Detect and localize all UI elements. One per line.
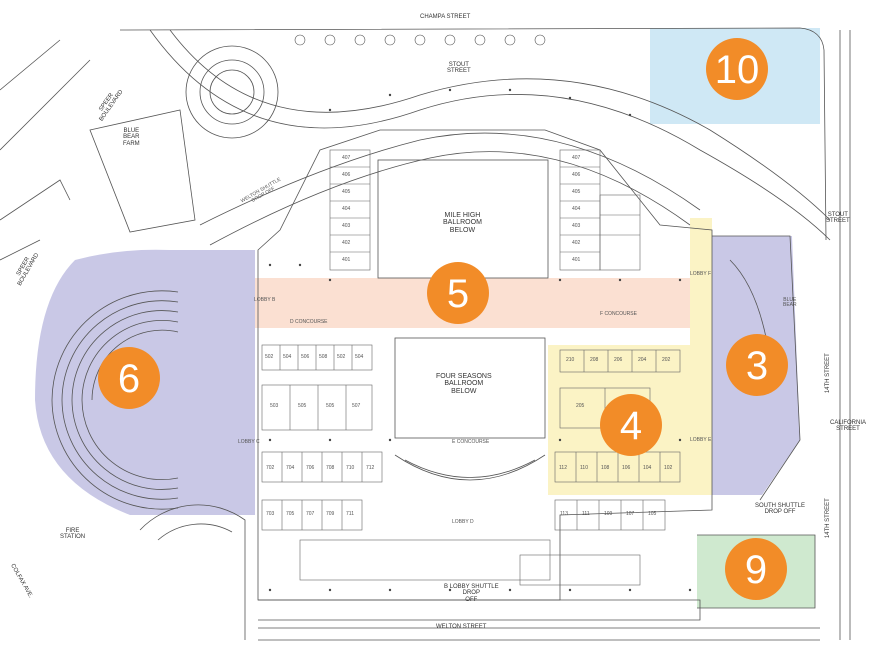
room-label: 502 <box>265 354 274 360</box>
room-label: 407 <box>572 155 581 161</box>
room-label: 404 <box>342 206 351 212</box>
room-label: 704 <box>286 465 295 471</box>
zone-10-badge[interactable]: 10 <box>706 38 768 100</box>
zone-3-badge[interactable]: 3 <box>726 334 788 396</box>
room-label: 202 <box>662 357 671 363</box>
lobby-c-label: LOBBY C <box>238 439 260 445</box>
room-label: 504 <box>355 354 364 360</box>
site-outline <box>0 27 851 641</box>
zone-4-number: 4 <box>619 403 643 448</box>
room-label: 710 <box>346 465 355 471</box>
tree-row <box>294 34 546 46</box>
f-concourse-label: F CONCOURSE <box>600 311 637 317</box>
room-label: 403 <box>572 223 581 229</box>
street-14th-upper: 14TH STREET <box>824 353 831 394</box>
room-label: 712 <box>366 465 375 471</box>
lobby-f-label: LOBBY F <box>690 271 712 277</box>
room-label: 505 <box>298 403 307 409</box>
room-label: 404 <box>572 206 581 212</box>
b-lobby-shuttle-label: B LOBBY SHUTTLE DROP OFF <box>444 584 499 603</box>
blue-bear-label: BLUE BEAR <box>783 297 797 309</box>
street-14th-lower: 14TH STREET <box>824 498 831 539</box>
room-label: 206 <box>614 357 623 363</box>
street-stout-top: STOUT STREET <box>447 62 471 75</box>
zone-4-area[interactable] <box>548 218 712 495</box>
street-stout-right: STOUT STREET <box>826 212 850 225</box>
zone-5-number: 5 <box>446 271 470 316</box>
room-label: 706 <box>306 465 315 471</box>
room-label: 401 <box>342 257 351 263</box>
zone-9-badge[interactable]: 9 <box>725 538 787 600</box>
zone-6-badge[interactable]: 6 <box>98 347 160 409</box>
room-label: 107 <box>626 511 635 517</box>
lobby-b-label: LOBBY B <box>254 297 276 303</box>
room-label: 707 <box>306 511 315 517</box>
room-label: 406 <box>572 172 581 178</box>
mile-high-ballroom-label: MILE HIGH BALLROOM BELOW <box>443 212 482 234</box>
room-label: 508 <box>319 354 328 360</box>
room-label: 506 <box>301 354 310 360</box>
room-label: 104 <box>643 465 652 471</box>
fire-station-label: FIRE STATION <box>60 528 86 541</box>
e-concourse-label: E CONCOURSE <box>452 439 490 445</box>
zone-3-number: 3 <box>745 343 769 388</box>
street-california: CALIFORNIA STREET <box>830 420 867 433</box>
room-label: 402 <box>572 240 581 246</box>
room-label: 401 <box>572 257 581 263</box>
room-grid <box>261 149 681 586</box>
zone-9-number: 9 <box>744 547 768 592</box>
room-label: 705 <box>286 511 295 517</box>
room-label: 711 <box>346 511 354 517</box>
room-label: 402 <box>342 240 351 246</box>
room-label: 102 <box>664 465 673 471</box>
room-label: 111 <box>582 511 590 517</box>
blue-bear-farm-label: BLUE BEAR FARM <box>123 128 140 147</box>
room-label: 505 <box>326 403 335 409</box>
south-shuttle-label: SOUTH SHUTTLE DROP OFF <box>755 503 806 516</box>
room-label: 106 <box>622 465 631 471</box>
room-label: 108 <box>601 465 610 471</box>
zone-6-number: 6 <box>117 356 141 401</box>
room-label: 405 <box>572 189 581 195</box>
lobby-e-label: LOBBY E <box>690 437 712 443</box>
room-label: 105 <box>648 511 657 517</box>
d-concourse-label: D CONCOURSE <box>290 319 328 325</box>
room-label: 406 <box>342 172 351 178</box>
room-label: 703 <box>266 511 275 517</box>
room-label: 112 <box>559 465 567 471</box>
room-label: 708 <box>326 465 335 471</box>
room-label: 709 <box>326 511 335 517</box>
room-label: 407 <box>342 155 351 161</box>
room-label: 113 <box>560 511 568 517</box>
room-label: 507 <box>352 403 361 409</box>
lobby-d-label: LOBBY D <box>452 519 474 525</box>
room-label: 205 <box>576 403 585 409</box>
street-welton: WELTON STREET <box>436 624 487 630</box>
room-label: 503 <box>270 403 279 409</box>
street-champa: CHAMPA STREET <box>420 14 471 20</box>
zone-5-badge[interactable]: 5 <box>427 262 489 324</box>
zone-10-number: 10 <box>714 47 760 92</box>
zone-4-badge[interactable]: 4 <box>600 394 662 456</box>
room-label: 502 <box>337 354 346 360</box>
room-label: 210 <box>566 357 575 363</box>
room-label: 405 <box>342 189 351 195</box>
room-label: 208 <box>590 357 599 363</box>
room-label: 504 <box>283 354 292 360</box>
room-label: 110 <box>580 465 588 471</box>
room-label: 109 <box>604 511 613 517</box>
room-label: 204 <box>638 357 647 363</box>
room-label: 403 <box>342 223 351 229</box>
four-seasons-ballroom-label: FOUR SEASONS BALLROOM BELOW <box>436 373 492 395</box>
column-dots <box>268 88 692 592</box>
room-label: 702 <box>266 465 275 471</box>
